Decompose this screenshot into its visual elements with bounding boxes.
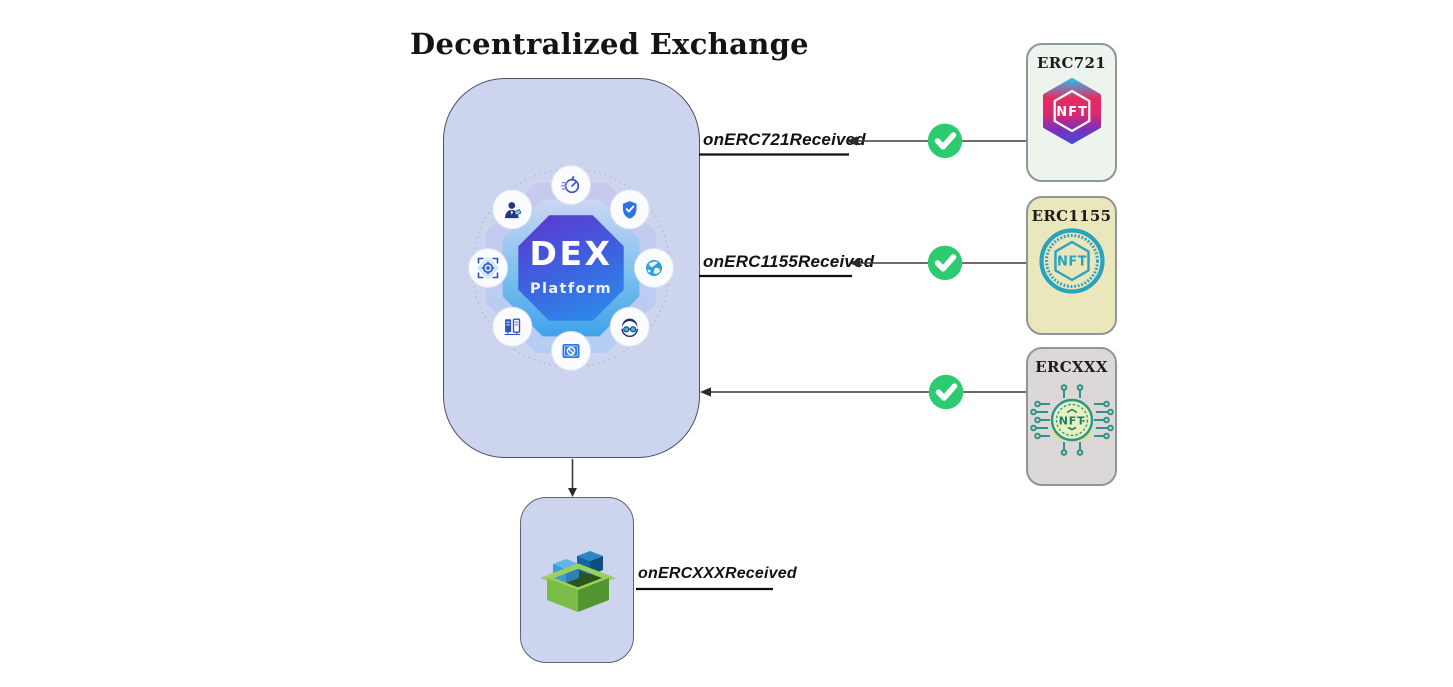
callback-label-ercxxx: onERCXXXReceived [638, 565, 797, 582]
nft-hexagon-gradient-logo: NFT [1042, 78, 1101, 144]
erc1155-card-label: ERC1155 [1031, 207, 1112, 225]
dex-wordmark: DEX [530, 234, 613, 273]
module-box-icon [540, 551, 616, 612]
erc721-card: ERC721 NFT [1026, 43, 1117, 182]
servers-icon [492, 306, 533, 347]
trader-icon [492, 189, 533, 230]
target-gear-icon [468, 248, 508, 288]
dex-subtitle: Platform [530, 281, 612, 297]
globe-icon [634, 248, 674, 288]
erc721-logo-text: NFT [1056, 105, 1088, 120]
ercxxx-card: ERCXXX [1026, 347, 1117, 486]
check-circle-icon-ercxxx [928, 374, 964, 410]
callback-label-erc1155: onERC1155Received [703, 252, 875, 271]
arrowhead-receiver [568, 488, 577, 497]
erc721-card-label: ERC721 [1037, 54, 1106, 72]
shield-check-icon [609, 189, 650, 230]
check-circle-icon-erc721 [927, 123, 963, 158]
page-title: Decentralized Exchange [410, 27, 809, 61]
receiver-node [520, 497, 634, 663]
no-entry-icon [551, 331, 591, 371]
dex-platform-emblem: DEX Platform [468, 165, 674, 371]
octagon-core [518, 215, 624, 321]
check-circle-icon-erc1155 [927, 245, 963, 280]
nft-circuit-logo: NFT [1029, 384, 1114, 456]
ercxxx-card-label: ERCXXX [1035, 358, 1108, 376]
arrowhead-ercxxx [700, 387, 711, 397]
erc1155-card: ERC1155 NFT [1026, 196, 1117, 335]
erc1155-logo-text: NFT [1056, 255, 1086, 270]
nft-coin-logo: NFT [1038, 228, 1105, 294]
support-person-icon [609, 306, 650, 347]
callback-label-erc721: onERC721Received [703, 130, 866, 149]
speed-icon [551, 165, 591, 205]
ercxxx-logo-text: NFT [1058, 415, 1085, 428]
